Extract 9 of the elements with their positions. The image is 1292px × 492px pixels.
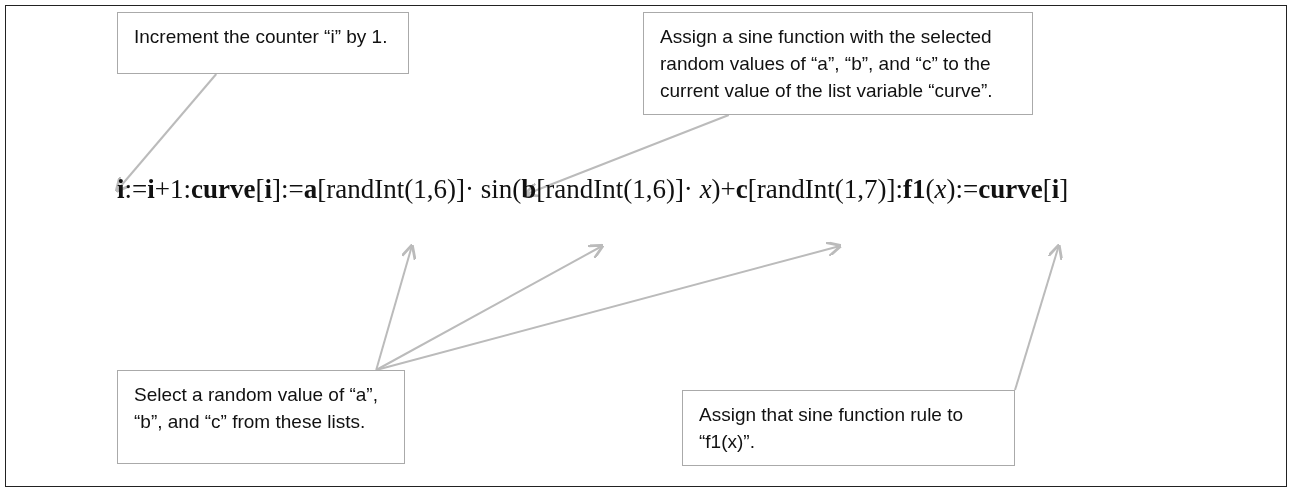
callout-box: Assign that sine function rule to “f1(x)”. [682, 390, 1015, 466]
callout-box: Select a random value of “a”, “b”, and “c” from these lists. [117, 370, 405, 464]
callout-box: Increment the counter “i” by 1. [117, 12, 409, 74]
leader-arrow [1014, 243, 1064, 391]
callout-box: Assign a sine function with the selected random values of “a”, “b”, and “c” to the current value of the list variable “curve”. [643, 12, 1033, 115]
leader-arrow [375, 243, 605, 371]
formula: i:=i+1:curve[i]:=a[randInt(1,6)]· sin(b[randInt(1,6)]· x)+c[randInt(1,7)]:f1(x):=curve[i] [117, 172, 1069, 246]
leader-arrow [375, 243, 417, 371]
leader-arrow [114, 73, 218, 193]
